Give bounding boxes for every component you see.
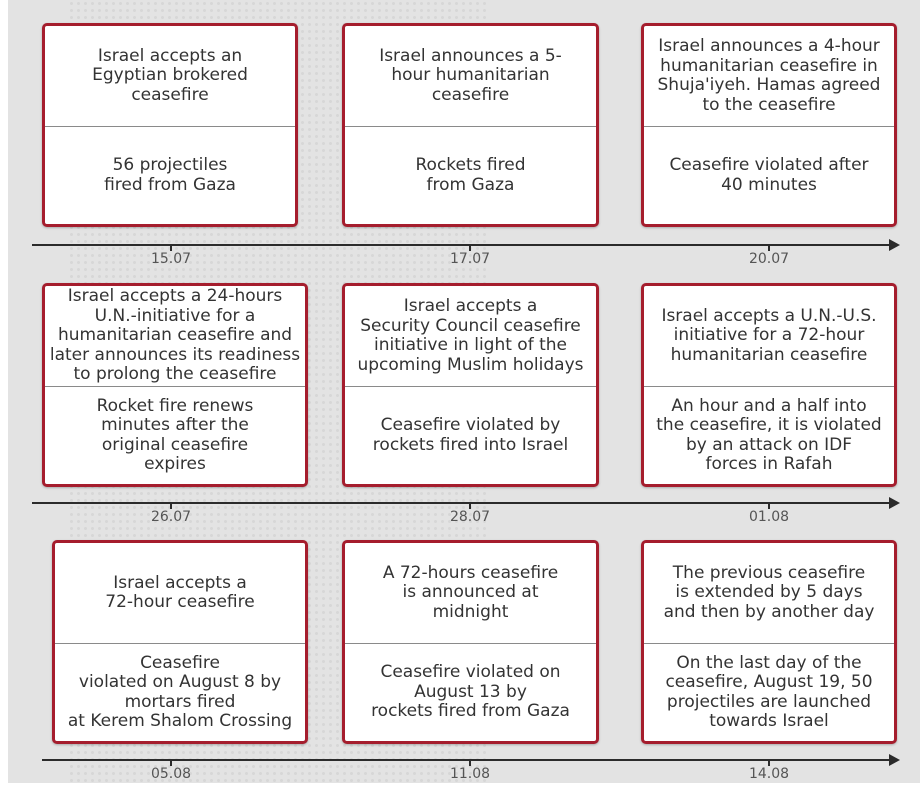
event-announcement: Israel announces a 5- hour humanitarian … [379,45,562,105]
event-card-11-08: A 72-hours ceasefire is announced at mid… [342,540,599,744]
event-outcome: Rocket fire renews minutes after the ori… [96,395,254,474]
date-label: 17.07 [449,251,491,267]
axis-tick [469,503,471,509]
card-divider [644,643,894,644]
date-label: 14.08 [748,766,790,782]
event-card-17-07: Israel announces a 5- hour humanitarian … [342,23,599,227]
event-announcement: Israel accepts a Security Council ceasef… [357,296,584,375]
event-card-05-08: Israel accepts a 72-hour ceasefire Cease… [52,540,308,744]
event-outcome: Ceasefire violated by rockets fired into… [372,415,569,455]
date-label: 26.07 [150,509,192,525]
event-outcome: On the last day of the ceasefire, August… [665,652,873,731]
date-label: 15.07 [150,251,192,267]
event-outcome: Rockets fired from Gaza [415,155,526,195]
event-outcome: Ceasefire violated after 40 minutes [669,155,869,195]
event-card-28-07: Israel accepts a Security Council ceasef… [342,283,599,487]
axis-tick [170,245,172,251]
axis-tick [170,760,172,766]
event-announcement: The previous ceasefire is extended by 5 … [663,562,875,622]
date-label: 01.08 [748,509,790,525]
card-divider [644,126,894,127]
event-outcome: 56 projectiles fired from Gaza [104,155,236,195]
event-announcement: A 72-hours ceasefire is announced at mid… [382,562,559,622]
event-outcome: Ceasefire violated on August 8 by mortar… [67,652,293,731]
card-divider [45,126,295,127]
axis-tick [170,503,172,509]
event-announcement: Israel announces a 4-hour humanitarian c… [657,36,881,115]
axis-tick [768,760,770,766]
card-divider [345,386,596,387]
event-outcome: Ceasefire violated on August 13 by rocke… [371,662,570,722]
card-divider [644,386,894,387]
card-divider [45,386,305,387]
event-card-01-08: Israel accepts a U.N.-U.S. initiative fo… [641,283,897,487]
event-card-15-07: Israel accepts an Egyptian brokered ceas… [42,23,298,227]
card-divider [55,643,305,644]
event-outcome: An hour and a half into the ceasefire, i… [656,395,882,474]
timeline-axis-row-2 [32,497,900,509]
axis-tick [768,503,770,509]
timeline-axis-row-1 [32,239,900,251]
date-label: 28.07 [449,509,491,525]
date-label: 20.07 [748,251,790,267]
timeline-canvas: Israel accepts an Egyptian brokered ceas… [8,0,920,783]
event-announcement: Israel accepts a U.N.-U.S. initiative fo… [661,305,877,365]
event-card-26-07: Israel accepts a 24-hours U.N.-initiativ… [42,283,308,487]
event-card-20-07: Israel announces a 4-hour humanitarian c… [641,23,897,227]
date-label: 05.08 [150,766,192,782]
card-divider [345,643,596,644]
event-announcement: Israel accepts a 72-hour ceasefire [105,572,255,612]
axis-tick [469,760,471,766]
event-announcement: Israel accepts a 24-hours U.N.-initiativ… [49,286,301,385]
date-label: 11.08 [449,766,491,782]
event-card-14-08: The previous ceasefire is extended by 5 … [641,540,897,744]
card-divider [345,126,596,127]
axis-tick [768,245,770,251]
event-announcement: Israel accepts an Egyptian brokered ceas… [92,45,248,105]
axis-tick [469,245,471,251]
